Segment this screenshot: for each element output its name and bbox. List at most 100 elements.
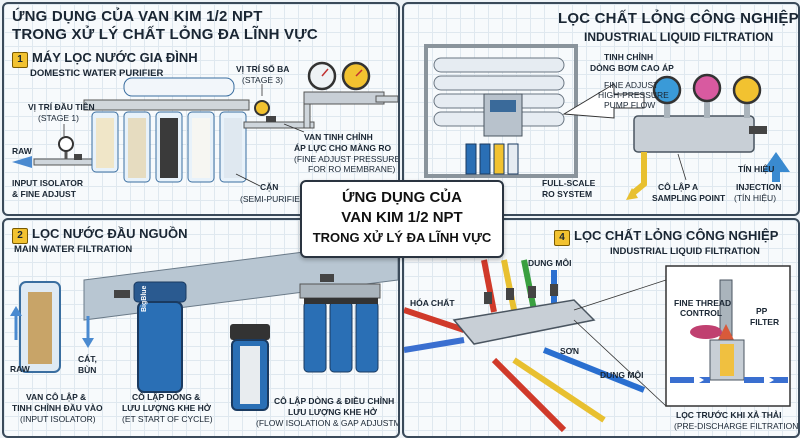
ro-system-label: RO SYSTEM: [542, 189, 593, 199]
co-lap-dieu-chinh-label: CÔ LẬP DÒNG & ĐIỀU CHỈNH: [274, 396, 395, 406]
flow-isolation-label: (FLOW ISOLATION & GAP ADJUSTMENT): [256, 418, 400, 428]
injection-label: INJECTION: [736, 182, 782, 192]
sampling-pipe: [630, 152, 647, 197]
out-down-arrow-icon: [82, 338, 94, 348]
dong-bom-label: DÒNG BƠM CAO ÁP: [590, 63, 674, 73]
dung-moi2-label: DUNG MÔI: [600, 370, 644, 380]
stage1-label: VỊ TRÍ ĐẦU TIÊN: [28, 102, 95, 112]
center-line2: VAN KIM 1/2 NPT: [341, 209, 463, 226]
cartridge-2: [479, 143, 491, 175]
inlet-pipe: [33, 158, 95, 166]
bigblue-brand: BigBlue: [141, 285, 148, 312]
pp-label: PP: [756, 306, 768, 316]
detail-manifold: [633, 115, 755, 153]
triple-housing-1: [303, 301, 327, 373]
fine-adjust-en-label: FINE ADJUST: [604, 80, 659, 90]
triple-bracket: [299, 283, 381, 299]
luu-luong2-label: LƯU LƯỢNG KHE HỞ: [288, 407, 378, 417]
center-line3: TRONG XỬ LÝ ĐA LĨNH VỰC: [312, 230, 492, 245]
filter-cartridge-2: [128, 118, 146, 178]
cartridge-1: [465, 143, 477, 175]
pipe-green: [521, 259, 537, 311]
input-isolator-3-label: (INPUT ISOLATOR): [20, 414, 96, 424]
loc-truoc-label: LỌC TRƯỚC KHI XẢ THẢI: [676, 410, 782, 420]
raw-up-arrow-icon: [10, 306, 22, 316]
manifold-valve-3-icon: [528, 286, 536, 298]
luu-luong-label: LƯU LƯỢNG KHE HỞ: [122, 403, 212, 413]
triple-valve-handle-icon: [320, 274, 334, 282]
gauge-pink-icon: [692, 73, 722, 103]
hoa-chat-label: HÓA CHẤT: [410, 298, 455, 308]
input-valve-handle-icon: [74, 154, 82, 160]
ro-tube-1: [433, 57, 565, 73]
can-label: CẶN: [260, 182, 279, 192]
fine-thread-indicator: [690, 325, 722, 339]
van-co-lap-label: VAN CÔ LẬP &: [26, 392, 87, 402]
panel-industrial-ro: LỌC CHẤT LỎNG CÔNG NGHIỆP INDUSTRIAL LIQ…: [402, 2, 800, 216]
flow-out-arrow-icon: [764, 374, 774, 386]
start-cycle-label: (ET START OF CYCLE): [122, 414, 213, 424]
semi-purified-label: (SEMI-PURIFIED): [240, 194, 309, 204]
sampling-point-label: SAMPLING POINT: [652, 193, 726, 203]
bun-label: BÙN: [78, 365, 97, 375]
son-label: SƠN: [560, 346, 580, 356]
raw-label-3: RAW: [10, 364, 30, 374]
raw-label: RAW: [12, 146, 32, 156]
full-scale-label: FULL-SCALE: [542, 178, 596, 188]
manifold-valve-1-icon: [484, 292, 492, 304]
center-line1: ỨNG DỤNG CỦA: [342, 189, 462, 206]
co-lap-dong-label: CÔ LẬP DÒNG &: [132, 392, 201, 402]
pipe-blue: [542, 347, 646, 393]
filter-bracket: [83, 99, 250, 111]
pipe-blue-left: [404, 337, 465, 353]
flow-in-arrow-icon: [694, 374, 704, 386]
panel1-subheading: DOMESTIC WATER PURIFIER: [30, 68, 164, 79]
pump-flow-label: PUMP FLOW: [604, 100, 656, 110]
pp-filter-element: [720, 344, 734, 376]
filter-cartridge-3: [160, 118, 178, 178]
main-title-line2: TRONG XỬ LÝ CHẤT LỎNG ĐA LĨNH VỰC: [12, 26, 318, 43]
stage1-gauge-icon: [58, 136, 74, 152]
raw-arrow-icon: [12, 156, 32, 168]
tin-hieu-en-label: (TÍN HIỆU): [734, 193, 777, 203]
filter-label: FILTER: [750, 317, 780, 327]
cartridge-4: [507, 143, 519, 175]
tinh-chinh-label: TINH CHỈNH: [604, 52, 654, 62]
main-title-line1: ỨNG DỤNG CỦA VAN KIM 1/2 NPT: [12, 8, 263, 25]
injection-arrow-icon: [762, 152, 790, 182]
ro-tube-2: [433, 75, 565, 91]
triple-housing-3: [355, 301, 379, 373]
bigblue-housing: [137, 301, 183, 393]
filter-cartridge-4: [192, 118, 210, 178]
ro-membrane: [123, 77, 235, 97]
filter-cartridge-1: [96, 118, 114, 168]
manifold-valve-2-icon: [506, 288, 514, 300]
stage3-en-label: (STAGE 3): [242, 75, 283, 85]
zoom-arrow-icon: [562, 83, 645, 119]
panel-domestic-purifier: ỨNG DỤNG CỦA VAN KIM 1/2 NPT TRONG XỬ LÝ…: [2, 2, 400, 216]
filter-cartridge-5: [224, 118, 242, 178]
main-water-illustration: [10, 239, 398, 411]
gauge-blue-icon: [652, 75, 682, 105]
input-isolator-label: INPUT ISOLATOR: [12, 178, 83, 188]
gauge-yellow-icon: [732, 75, 762, 105]
chemical-manifold: [452, 299, 596, 345]
high-pressure-label: HIGH-PRESSURE: [598, 90, 669, 100]
industrial-ro-illustration: [424, 44, 790, 200]
panel2-heading: LỌC CHẤT LỎNG CÔNG NGHIỆP: [558, 10, 799, 27]
needle-tip-icon: [718, 324, 734, 340]
panel1-number: 1: [12, 52, 28, 68]
van-tinh-chinh-label: VAN TINH CHỈNH: [304, 132, 373, 142]
panel2-subheading: INDUSTRIAL LIQUID FILTRATION: [584, 30, 774, 44]
manifold-valve-4-icon: [550, 284, 558, 296]
for-ro-label: FOR RO MEMBRANE): [308, 164, 396, 174]
stage3-label: VỊ TRÍ SỐ BA: [236, 64, 290, 74]
stage1-en-label: (STAGE 1): [38, 113, 79, 123]
tinh-chinh-dau-vao-label: TINH CHỈNH ĐẦU VÀO: [12, 403, 103, 413]
pipe-red: [404, 307, 465, 333]
detail-valve-handle-icon: [749, 126, 767, 134]
stage3-gauge-icon: [254, 100, 270, 116]
